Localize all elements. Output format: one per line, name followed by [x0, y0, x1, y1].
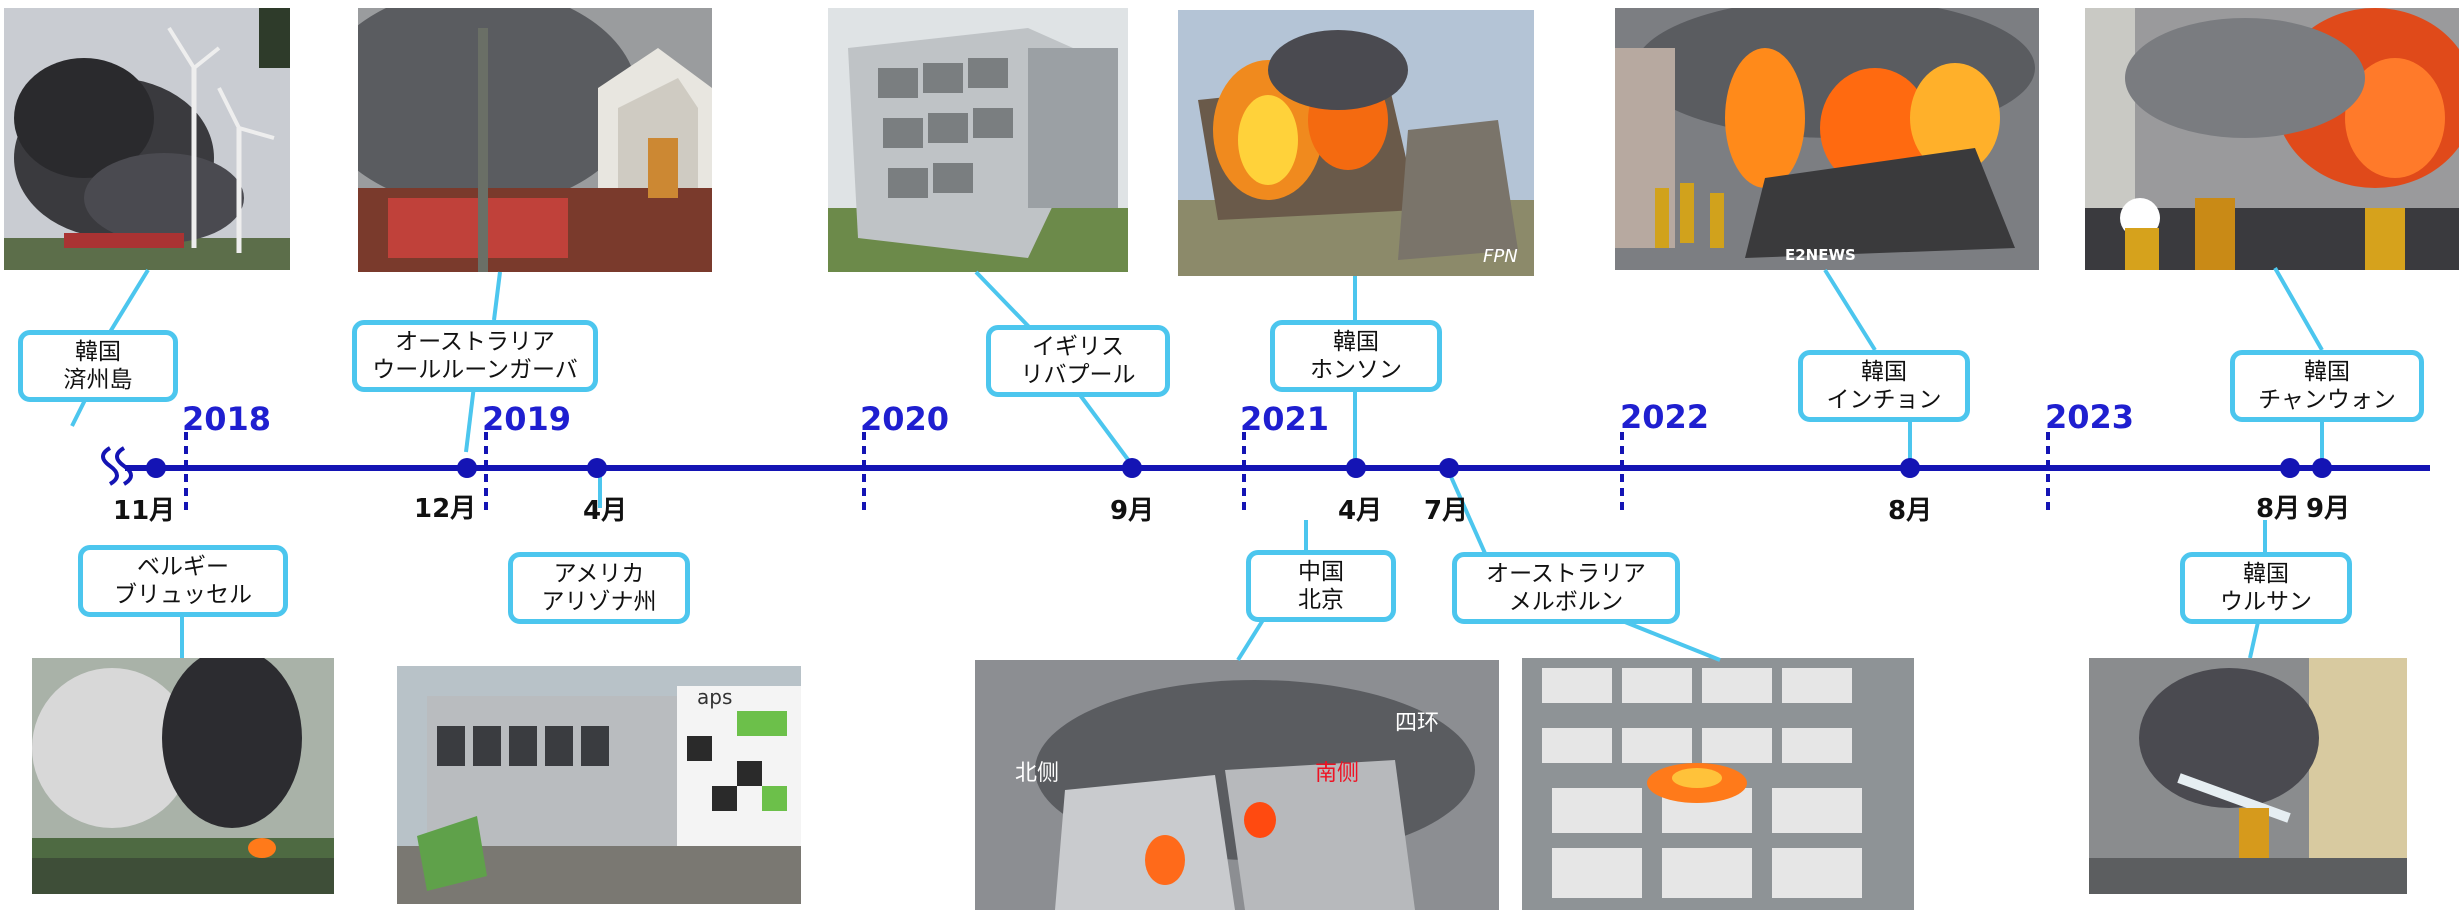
event-label-liverpool: イギリス リバプール: [986, 325, 1170, 397]
photo-caption-e2news: E2NEWS: [1785, 246, 1856, 264]
photo-caption-north: 北侧: [1015, 761, 1059, 786]
event-label-australia-2019: オーストラリア ウールルーンガーバ: [352, 320, 598, 392]
event-city: チャンウォン: [2258, 387, 2396, 413]
event-label-beijing: 中国 北京: [1246, 550, 1396, 622]
event-country: イギリス: [1032, 334, 1124, 360]
photo-caption-aps: aps: [697, 685, 732, 709]
event-label-incheon: 韓国 インチョン: [1798, 350, 1970, 422]
photo-australia-2019-fire: [358, 8, 712, 272]
photo-jeju-fire: [4, 8, 290, 270]
event-country: 中国: [1298, 559, 1344, 585]
event-label-arizona: アメリカ アリゾナ州: [508, 552, 690, 624]
event-label-brussels: ベルギー ブリュッセル: [78, 545, 288, 617]
month-label: 8月: [1888, 496, 1933, 526]
year-label-2020: 2020: [860, 400, 950, 438]
month-label: 9月: [2306, 494, 2351, 524]
event-country: アメリカ: [553, 561, 645, 587]
wavy-break-icon: [101, 446, 133, 486]
photo-incheon-fire: E2NEWS: [1615, 8, 2039, 270]
event-city: リバプール: [1020, 362, 1136, 388]
photo-arizona: aps: [397, 666, 801, 904]
event-city: ブリュッセル: [114, 582, 252, 608]
month-label: 4月: [583, 496, 628, 526]
year-label-2021: 2021: [1240, 400, 1330, 438]
month-label: 7月: [1424, 496, 1469, 526]
event-country: 韓国: [2243, 561, 2289, 587]
year-label-2019: 2019: [482, 400, 572, 438]
event-country: 韓国: [75, 339, 121, 365]
event-country: 韓国: [1333, 329, 1379, 355]
photo-beijing-fire: 北侧 南侧 四环: [975, 660, 1499, 910]
photo-ulsan-fire: [2089, 658, 2407, 894]
event-country: 韓国: [1861, 359, 1907, 385]
event-label-changwon: 韓国 チャンウォン: [2230, 350, 2424, 422]
event-city: ウルサン: [2220, 589, 2312, 615]
event-dots: [146, 458, 2332, 478]
photo-caption-south: 南侧: [1315, 761, 1359, 786]
event-label-ulsan: 韓国 ウルサン: [2180, 552, 2352, 624]
year-label-2023: 2023: [2045, 398, 2135, 436]
photo-hongseong-fire: FPN: [1178, 10, 1534, 276]
event-label-melbourne: オーストラリア メルボルン: [1452, 552, 1680, 624]
event-city: 済州島: [63, 367, 133, 393]
photo-caption-fpn: FPN: [1483, 246, 1518, 267]
event-label-hongseong: 韓国 ホンソン: [1270, 320, 1442, 392]
photo-changwon-fire: [2085, 8, 2459, 270]
photo-liverpool: [828, 8, 1128, 272]
event-country: 韓国: [2304, 359, 2350, 385]
month-label: 12月: [414, 494, 477, 524]
month-label: 4月: [1338, 496, 1383, 526]
event-city: インチョン: [1826, 387, 1942, 413]
month-label: 11月: [113, 496, 176, 526]
event-city: ホンソン: [1310, 357, 1402, 383]
connector-lines: [70, 267, 2324, 662]
photo-melbourne-fire: [1522, 658, 1914, 910]
event-country: オーストラリア: [395, 329, 555, 355]
photo-caption-ring: 四环: [1395, 711, 1439, 736]
event-city: ウールルーンガーバ: [372, 357, 578, 383]
year-label-2018: 2018: [182, 400, 272, 438]
photo-brussels-fire: [32, 658, 334, 894]
event-city: メルボルン: [1508, 589, 1624, 615]
event-city: 北京: [1298, 587, 1344, 613]
year-label-2022: 2022: [1620, 398, 1710, 436]
month-label: 8月: [2256, 494, 2301, 524]
month-label: 9月: [1110, 496, 1155, 526]
event-country: ベルギー: [137, 554, 229, 580]
event-country: オーストラリア: [1486, 561, 1646, 587]
event-city: アリゾナ州: [541, 589, 657, 615]
event-label-jeju: 韓国 済州島: [18, 330, 178, 402]
